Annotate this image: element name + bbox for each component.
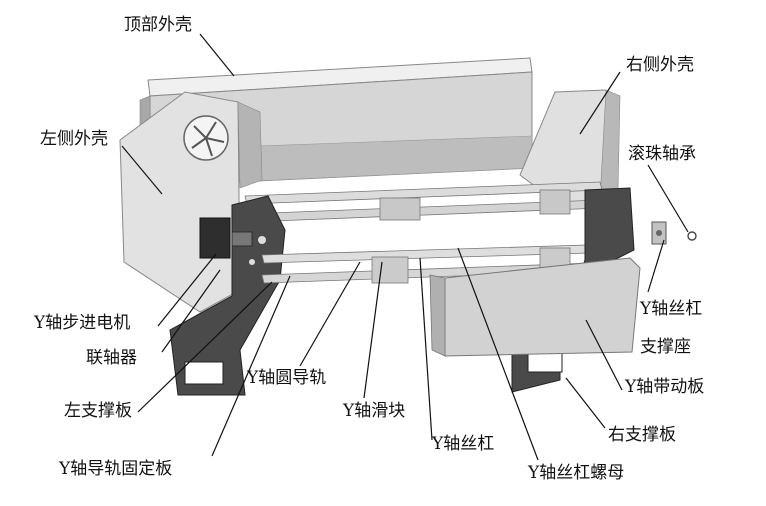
label-right-shell: 右侧外壳 — [626, 55, 694, 75]
label-y-stepper-motor: Y轴步进电机 — [34, 313, 131, 333]
label-y-lead-screw-nut: Y轴丝杠螺母 — [528, 463, 625, 483]
label-y-drive-plate: Y轴带动板 — [625, 377, 705, 397]
label-right-support-plate: 右支撑板 — [608, 425, 676, 445]
label-top-shell: 顶部外壳 — [124, 15, 192, 35]
label-y-screw-support-line1: Y轴丝杠 — [640, 299, 703, 319]
label-coupling: 联轴器 — [86, 348, 137, 368]
label-y-slider: Y轴滑块 — [343, 401, 406, 421]
label-y-guide-fixing-plate: Y轴导轨固定板 — [59, 459, 173, 479]
rear-rails — [244, 181, 603, 223]
bearing-seat-part — [651, 221, 697, 245]
left-support-plate-part — [169, 195, 286, 396]
label-y-round-guide: Y轴圆导轨 — [247, 368, 327, 388]
label-y-screw-support-line2: 支撑座 — [640, 337, 691, 357]
label-left-support-plate: 左支撑板 — [64, 401, 132, 421]
label-left-shell: 左侧外壳 — [40, 129, 108, 149]
label-ball-bearing: 滚珠轴承 — [628, 144, 696, 164]
front-rails — [261, 243, 623, 284]
leader-lines — [121, 33, 689, 461]
label-y-lead-screw: Y轴丝杠 — [432, 434, 495, 454]
